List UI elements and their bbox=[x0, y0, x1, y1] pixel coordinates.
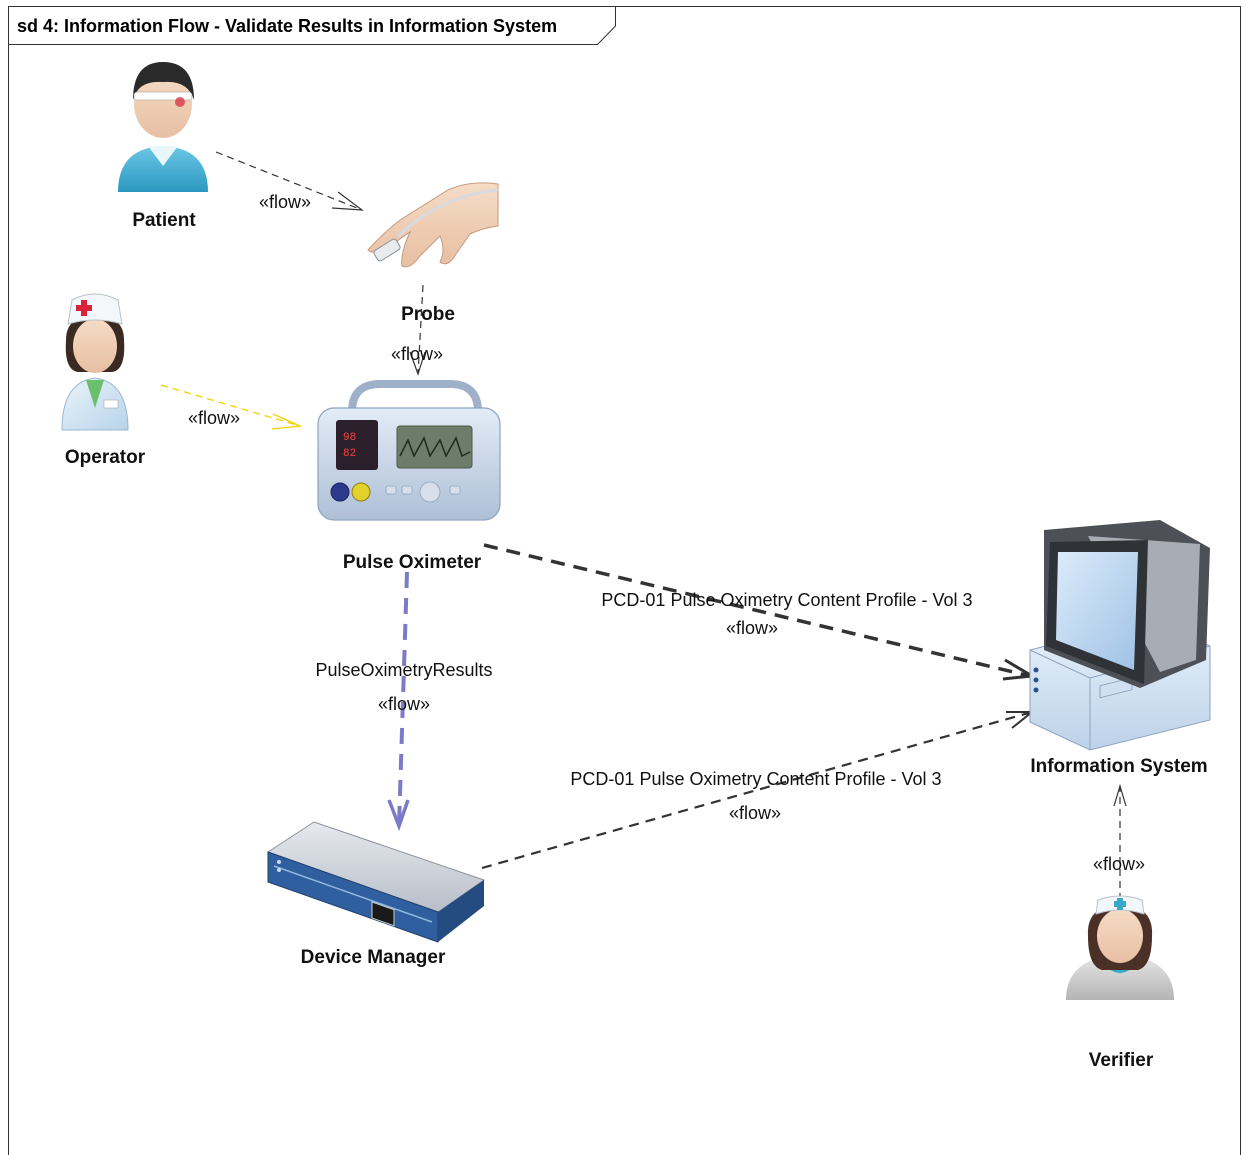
node-label: Operator bbox=[65, 447, 146, 468]
flow-stereotype-label: «flow» bbox=[259, 192, 311, 212]
node-verifier[interactable]: Verifier bbox=[1066, 895, 1174, 1071]
node-information-system[interactable]: Information System bbox=[1029, 520, 1211, 777]
node-label: Verifier bbox=[1089, 1050, 1154, 1071]
flow-name-label: PulseOximetryResults bbox=[315, 660, 492, 680]
flow-verifier-infosys[interactable]: «flow» bbox=[1093, 783, 1145, 900]
node-label: Device Manager bbox=[301, 947, 446, 968]
nurse-actor-icon bbox=[1066, 895, 1174, 1000]
node-label: Patient bbox=[132, 210, 196, 231]
node-pulse-oximeter[interactable]: 98 82 Pulse Oximeter bbox=[317, 380, 501, 573]
node-device-manager[interactable]: Device Manager bbox=[266, 821, 486, 968]
flow-oximeter-devmgr[interactable]: PulseOximetryResults «flow» bbox=[315, 571, 493, 832]
flow-devmgr-infosys[interactable]: PCD-01 Pulse Oximetry Content Profile - … bbox=[481, 710, 1035, 870]
node-label: Pulse Oximeter bbox=[343, 552, 482, 573]
finger-probe-icon bbox=[367, 182, 499, 268]
flow-name-label: PCD-01 Pulse Oximetry Content Profile - … bbox=[601, 590, 972, 610]
flow-probe-oximeter[interactable]: «flow» bbox=[391, 284, 443, 376]
pulse-oximeter-device-icon: 98 82 bbox=[317, 380, 501, 521]
flow-stereotype-label: «flow» bbox=[729, 803, 781, 823]
nurse-actor-icon bbox=[61, 293, 129, 431]
flow-stereotype-label: «flow» bbox=[1093, 854, 1145, 874]
node-label: Probe bbox=[401, 304, 455, 325]
oximeter-readout-spo2: 98 bbox=[343, 432, 356, 444]
node-probe[interactable]: Probe bbox=[367, 182, 499, 325]
node-patient[interactable]: Patient bbox=[118, 62, 208, 231]
flow-name-label: PCD-01 Pulse Oximetry Content Profile - … bbox=[570, 769, 941, 789]
flow-patient-probe[interactable]: «flow» bbox=[215, 151, 364, 212]
network-device-icon bbox=[266, 821, 486, 943]
computer-workstation-icon bbox=[1029, 520, 1211, 751]
flow-stereotype-label: «flow» bbox=[378, 694, 430, 714]
flow-stereotype-label: «flow» bbox=[188, 408, 240, 428]
flow-stereotype-label: «flow» bbox=[391, 344, 443, 364]
flow-operator-oximeter[interactable]: «flow» bbox=[160, 384, 303, 430]
frame-title: sd 4: Information Flow - Validate Result… bbox=[17, 16, 557, 36]
diagram-frame: sd 4: Information Flow - Validate Result… bbox=[8, 6, 1241, 1155]
node-operator[interactable]: Operator bbox=[61, 293, 146, 468]
node-label: Information System bbox=[1030, 756, 1207, 777]
patient-actor-icon bbox=[118, 62, 208, 192]
oximeter-readout-pulse: 82 bbox=[343, 448, 356, 460]
flow-stereotype-label: «flow» bbox=[726, 618, 778, 638]
flow-oximeter-infosys[interactable]: PCD-01 Pulse Oximetry Content Profile - … bbox=[483, 543, 1037, 681]
